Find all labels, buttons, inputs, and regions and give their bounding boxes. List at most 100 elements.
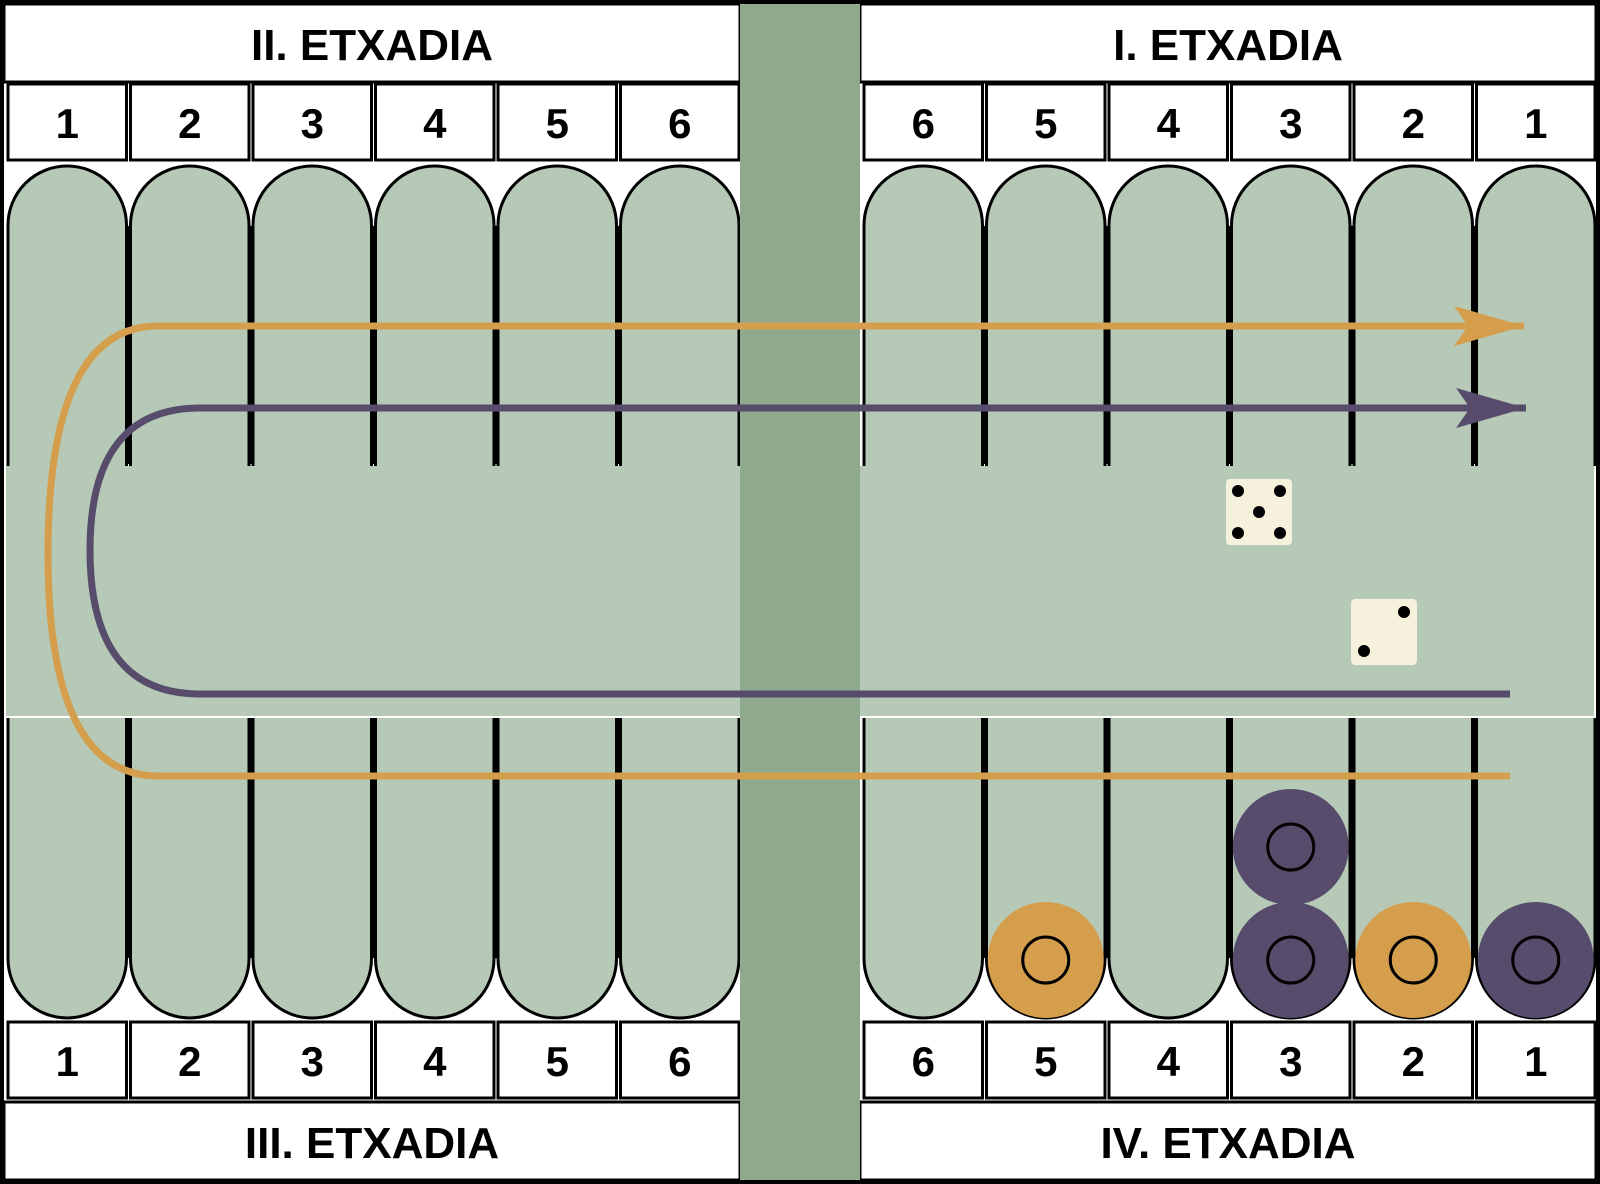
- board-point-bottom[interactable]: [496, 718, 618, 1020]
- number-cell: [1352, 1020, 1474, 1100]
- number-cell: [374, 82, 496, 162]
- board-point-top[interactable]: [1230, 164, 1352, 466]
- die-pip: [1232, 527, 1244, 539]
- number-cell: [374, 1020, 496, 1100]
- orange-movement-path: [44, 306, 1524, 780]
- number-strip-top-left: 1 2 3 4 5 6: [6, 82, 741, 162]
- board-point-bottom[interactable]: [6, 718, 128, 1020]
- orange-checker[interactable]: [1355, 902, 1472, 1018]
- checker-ring: [1266, 822, 1316, 872]
- quadrant-title-top-right: I. ETXADIA: [1113, 21, 1343, 70]
- number-cell: [129, 1020, 251, 1100]
- number-cell: [1107, 1020, 1229, 1100]
- board-point-top[interactable]: [862, 164, 984, 466]
- board-point-top[interactable]: [496, 164, 618, 466]
- point-number: 3: [301, 100, 324, 147]
- orange-checker[interactable]: [987, 902, 1104, 1018]
- purple-movement-path: [86, 388, 1526, 698]
- point-number: 4: [1157, 100, 1181, 147]
- point-number: 6: [912, 1038, 935, 1085]
- die-pip: [1253, 506, 1265, 518]
- number-cell: [619, 82, 741, 162]
- checker-body: [1355, 902, 1472, 1018]
- point-number: 6: [668, 100, 691, 147]
- number-cell: [1107, 82, 1229, 162]
- point-number: 2: [178, 1038, 201, 1085]
- checker-body: [987, 902, 1104, 1018]
- board-point-top[interactable]: [985, 164, 1107, 466]
- board-point-top[interactable]: [619, 164, 741, 466]
- point-number: 1: [1524, 100, 1547, 147]
- number-cell: [619, 1020, 741, 1100]
- number-cell: [6, 82, 128, 162]
- board-points: [6, 164, 1597, 1020]
- quadrant-title-bottom-right: IV. ETXADIA: [1100, 1119, 1355, 1168]
- point-number: 2: [178, 100, 201, 147]
- die-pip: [1232, 485, 1244, 497]
- board-point-bottom[interactable]: [129, 718, 251, 1020]
- point-number: 5: [546, 100, 569, 147]
- point-number: 1: [56, 100, 79, 147]
- purple-checker[interactable]: [1232, 789, 1349, 905]
- die-pip: [1274, 527, 1286, 539]
- point-number: 5: [546, 1038, 569, 1085]
- die-pip: [1358, 645, 1370, 657]
- number-cell: [985, 82, 1107, 162]
- checker-body: [1232, 789, 1349, 905]
- board-point-top[interactable]: [1352, 164, 1474, 466]
- number-cell: [129, 82, 251, 162]
- board-point-top[interactable]: [129, 164, 251, 466]
- die-five: [1226, 479, 1292, 545]
- die-pip: [1398, 606, 1410, 618]
- number-cell: [496, 1020, 618, 1100]
- number-cell: [251, 82, 373, 162]
- board-point-top[interactable]: [374, 164, 496, 466]
- quadrant-title-bottom-left: III. ETXADIA: [245, 1119, 499, 1168]
- number-cell: [862, 82, 984, 162]
- point-number: 6: [912, 100, 935, 147]
- purple-checker[interactable]: [1232, 902, 1349, 1018]
- point-number: 1: [1524, 1038, 1547, 1085]
- number-cell: [862, 1020, 984, 1100]
- number-cell: [1230, 82, 1352, 162]
- point-number: 2: [1402, 100, 1425, 147]
- checker-body: [1232, 902, 1349, 1018]
- point-number: 4: [423, 100, 447, 147]
- point-number: 4: [1157, 1038, 1181, 1085]
- title-top-left-box: II. ETXADIA: [2, 2, 742, 84]
- point-number: 4: [423, 1038, 447, 1085]
- board-point-bottom[interactable]: [862, 718, 984, 1020]
- point-number: 1: [56, 1038, 79, 1085]
- board-point-top[interactable]: [1475, 164, 1597, 466]
- board-point-top[interactable]: [1107, 164, 1229, 466]
- die-pip: [1274, 485, 1286, 497]
- checker-ring: [1388, 935, 1438, 985]
- die-two: [1351, 599, 1417, 665]
- board-point-top[interactable]: [6, 164, 128, 466]
- number-cell: [1475, 82, 1597, 162]
- title-top-right-box: I. ETXADIA: [858, 2, 1598, 84]
- board-point-bottom[interactable]: [251, 718, 373, 1020]
- purple-checker[interactable]: [1477, 902, 1594, 1018]
- number-cell: [985, 1020, 1107, 1100]
- number-cell: [251, 1020, 373, 1100]
- number-cell: [1230, 1020, 1352, 1100]
- checker-ring: [1021, 935, 1071, 985]
- center-bar: [740, 4, 860, 1180]
- point-number: 5: [1034, 100, 1057, 147]
- board-point-top[interactable]: [251, 164, 373, 466]
- checker-ring: [1511, 935, 1561, 985]
- number-cell: [1475, 1020, 1597, 1100]
- checkers: [987, 789, 1594, 1018]
- checker-ring: [1266, 935, 1316, 985]
- number-cell: [496, 82, 618, 162]
- board-point-bottom[interactable]: [1107, 718, 1229, 1020]
- quadrant-title-top-left: II. ETXADIA: [251, 21, 493, 70]
- checker-body: [1477, 902, 1594, 1018]
- board-point-bottom[interactable]: [374, 718, 496, 1020]
- board-point-bottom[interactable]: [619, 718, 741, 1020]
- point-number: 2: [1402, 1038, 1425, 1085]
